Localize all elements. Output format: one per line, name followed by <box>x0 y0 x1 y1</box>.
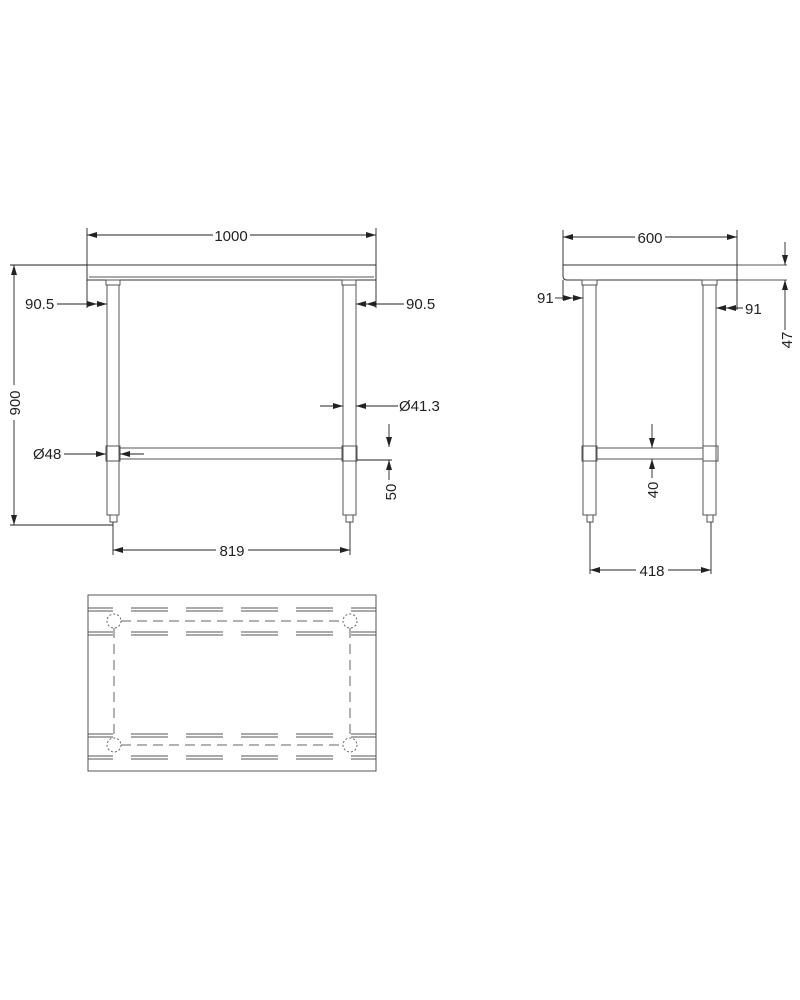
foot-icon <box>109 514 118 523</box>
leg-position-icon <box>342 737 358 753</box>
front-left-leg <box>105 279 121 523</box>
side-right-leg <box>701 279 718 523</box>
dim-height: 900 <box>7 390 24 415</box>
dim-right-offset: 90.5 <box>406 296 435 313</box>
foot-icon <box>345 514 354 523</box>
foot-icon <box>706 514 714 523</box>
dim-leg-diameter: Ø41.3 <box>399 398 440 415</box>
front-undershelf <box>119 447 343 460</box>
leg-position-icon <box>106 737 122 753</box>
dim-leg-spacing: 819 <box>219 543 244 560</box>
undershelf-hidden-outline <box>113 620 351 746</box>
sleeve <box>105 445 121 462</box>
plan-outline <box>87 594 377 772</box>
front-table-top <box>86 264 377 281</box>
dim-top-thickness: 47 <box>779 332 796 349</box>
sleeve <box>341 445 358 462</box>
front-right-leg <box>341 279 357 523</box>
dim-side-left-offset: 91 <box>537 290 554 307</box>
dim-left-offset: 90.5 <box>25 296 54 313</box>
sleeve <box>581 445 598 462</box>
plan-view <box>87 594 377 772</box>
side-view: 600 91 91 47 40 418 <box>537 230 796 580</box>
dim-sleeve-diameter: Ø48 <box>33 446 61 463</box>
dim-side-leg-spacing: 418 <box>639 563 664 580</box>
side-undershelf <box>596 447 704 460</box>
dim-depth: 600 <box>637 230 662 247</box>
dim-side-right-offset: 91 <box>745 301 762 318</box>
dim-shelf-height: 50 <box>383 484 400 501</box>
foot-icon <box>586 514 594 523</box>
leg-position-icon <box>106 613 122 629</box>
side-left-leg <box>581 279 598 523</box>
plan-slots <box>88 607 376 760</box>
dim-width: 1000 <box>214 228 247 245</box>
front-view: 1000 900 819 90.5 90.5 Ø41.3 Ø48 <box>7 228 440 560</box>
sleeve <box>702 445 719 462</box>
dim-side-shelf-height: 40 <box>645 482 662 499</box>
leg-position-icon <box>342 613 358 629</box>
side-table-top <box>562 264 738 281</box>
